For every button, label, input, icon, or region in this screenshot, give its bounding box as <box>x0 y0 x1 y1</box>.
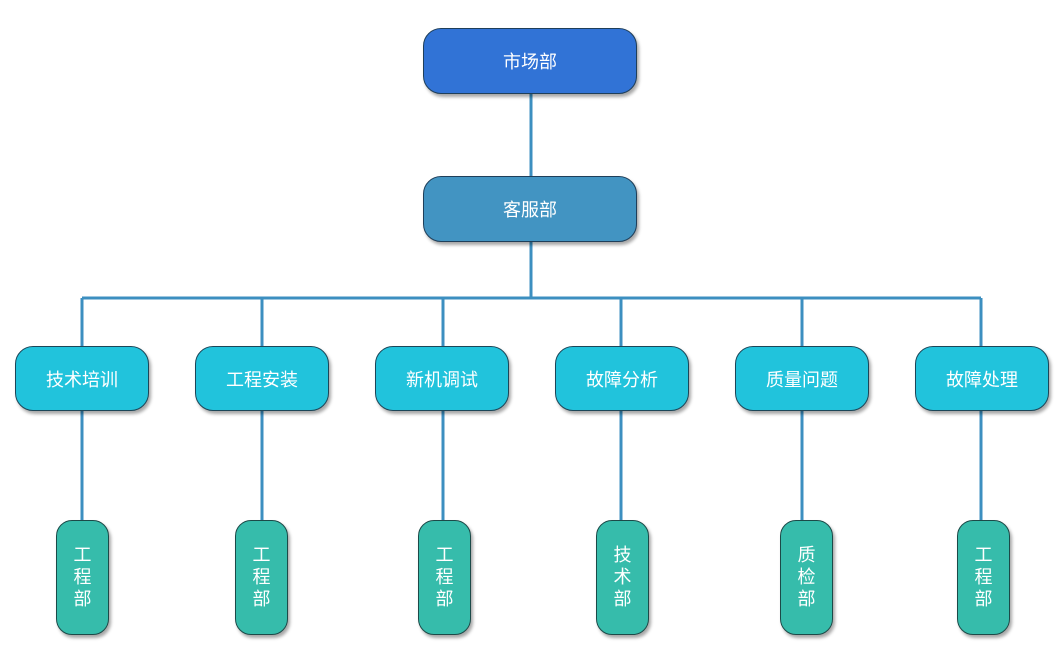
vertical-char: 质 <box>797 544 816 566</box>
node-owner-2-label: 工程部 <box>253 545 271 611</box>
vertical-char: 部 <box>73 588 92 610</box>
node-owner-4-label: 技术部 <box>614 545 632 611</box>
node-installation: 工程安装 <box>195 346 329 411</box>
node-owner-5-label: 质检部 <box>798 545 816 611</box>
node-commissioning-label: 新机调试 <box>406 369 478 391</box>
node-customer-service-label: 客服部 <box>503 200 557 221</box>
vertical-char: 程 <box>974 566 993 588</box>
node-quality-issues: 质量问题 <box>735 346 869 411</box>
node-fault-handling-label: 故障处理 <box>946 369 1018 391</box>
vertical-char: 部 <box>613 588 632 610</box>
node-owner-1-label: 工程部 <box>74 545 92 611</box>
vertical-char: 程 <box>435 566 454 588</box>
vertical-char: 术 <box>613 566 632 588</box>
vertical-char: 工 <box>252 544 271 566</box>
node-marketing: 市场部 <box>423 28 637 94</box>
vertical-char: 工 <box>435 544 454 566</box>
vertical-char: 部 <box>435 588 454 610</box>
node-owner-6-label: 工程部 <box>975 545 993 611</box>
node-owner-4: 技术部 <box>596 520 649 635</box>
node-owner-3: 工程部 <box>418 520 471 635</box>
vertical-char: 工 <box>73 544 92 566</box>
node-owner-1: 工程部 <box>56 520 109 635</box>
node-fault-analysis-label: 故障分析 <box>586 369 658 391</box>
node-tech-training-label: 技术培训 <box>46 369 118 391</box>
vertical-char: 部 <box>252 588 271 610</box>
vertical-char: 技 <box>613 544 632 566</box>
node-commissioning: 新机调试 <box>375 346 509 411</box>
node-owner-3-label: 工程部 <box>436 545 454 611</box>
vertical-char: 工 <box>974 544 993 566</box>
node-marketing-label: 市场部 <box>503 52 557 73</box>
vertical-char: 部 <box>974 588 993 610</box>
node-fault-handling: 故障处理 <box>915 346 1049 411</box>
vertical-char: 部 <box>797 588 816 610</box>
node-customer-service: 客服部 <box>423 176 637 242</box>
node-owner-2: 工程部 <box>235 520 288 635</box>
node-tech-training: 技术培训 <box>15 346 149 411</box>
node-owner-5: 质检部 <box>780 520 833 635</box>
vertical-char: 程 <box>252 566 271 588</box>
node-fault-analysis: 故障分析 <box>555 346 689 411</box>
node-owner-6: 工程部 <box>957 520 1010 635</box>
node-installation-label: 工程安装 <box>226 369 298 391</box>
vertical-char: 检 <box>797 566 816 588</box>
node-quality-issues-label: 质量问题 <box>766 369 838 391</box>
vertical-char: 程 <box>73 566 92 588</box>
